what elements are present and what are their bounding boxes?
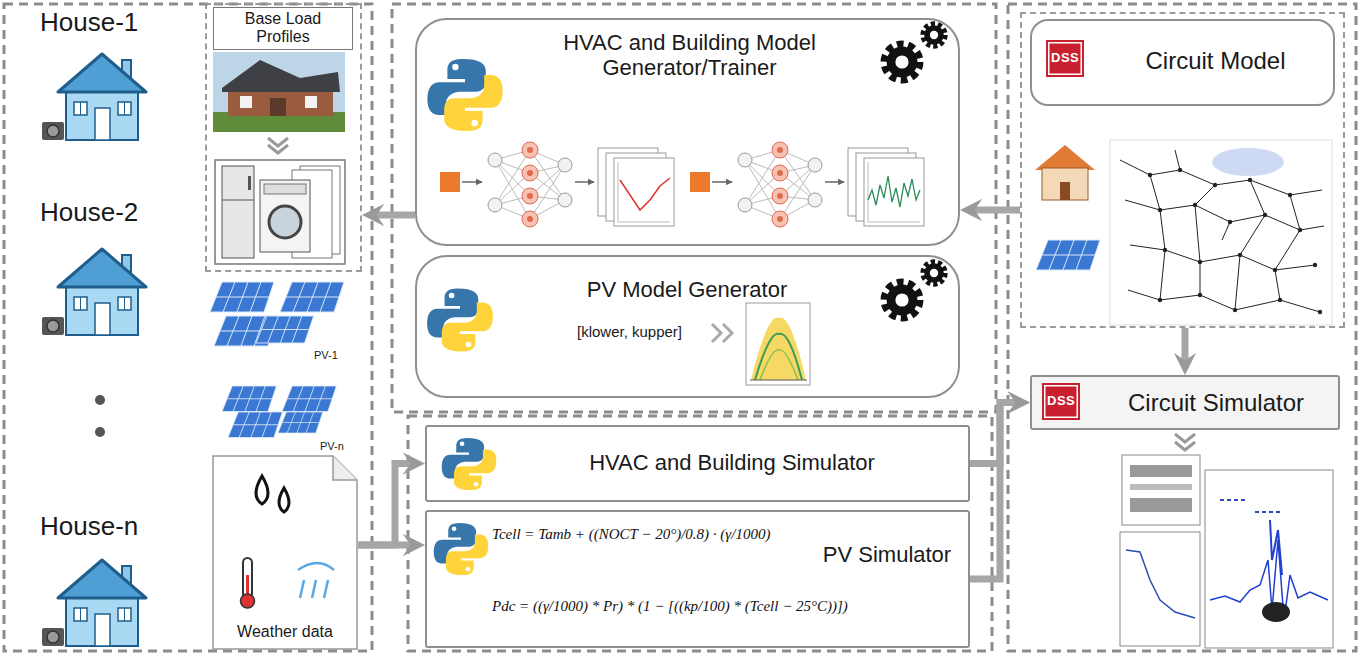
text-slot: HVAC and Building Simulator	[522, 450, 942, 475]
house-label: House-2	[40, 198, 160, 228]
house-label: House-1	[40, 8, 160, 38]
text-slot: HVAC and Building Model Generator/Traine…	[512, 30, 867, 81]
pv-label: PV-n	[320, 440, 364, 453]
document-fold	[333, 456, 357, 480]
flow-arrow	[970, 403, 1018, 464]
simulator-box: Tcell = Tamb + ((NOCT − 20°)/0.8) · (γ/1…	[425, 510, 970, 648]
text-slot: DSS	[1042, 383, 1092, 420]
distribution-figure	[712, 303, 810, 385]
house-icons	[42, 54, 146, 646]
base-load-group: Base Load Profiles	[205, 3, 362, 272]
text-slot: Pdc = ((γ/1000) * Pr) * (1 − [((kp/100) …	[492, 598, 957, 615]
text-slot: Tcell = Tamb + ((NOCT − 20°)/0.8) · (γ/1…	[492, 526, 807, 543]
document-title: Weather data	[212, 623, 358, 641]
text-slot: Base Load Profiles	[213, 7, 353, 50]
text-slot: House-1	[40, 8, 160, 38]
dss-logo: DSS	[1046, 40, 1084, 77]
flow-arrow	[358, 542, 413, 549]
dss-logo: DSS	[1042, 383, 1080, 420]
pv-label: PV-1	[314, 349, 358, 362]
group-title: Base Load Profiles	[213, 7, 353, 50]
neural-net-figures	[440, 142, 924, 227]
equation: Pdc = ((γ/1000) * Pr) * (1 − [((kp/100) …	[492, 598, 957, 615]
text-slot: PV Model Generator	[557, 277, 817, 302]
text-slot: House-n	[40, 512, 160, 542]
text-slot: [klower, kupper]	[542, 323, 717, 340]
simulator-box: HVAC and Building Simulator	[425, 425, 970, 502]
text-slot: House-2	[40, 198, 160, 228]
weather-document: Weather data	[212, 455, 358, 650]
appliance-icons	[215, 160, 345, 264]
panel-frames	[4, 4, 1356, 651]
text-slot: Weather data	[212, 623, 358, 641]
flow-arrow	[358, 464, 413, 546]
circuit-model-group: DSS Circuit Model	[1020, 12, 1345, 328]
generator-box: PV Model Generator [klower, kupper]	[415, 255, 960, 398]
flow-arrow	[970, 403, 1018, 580]
weather-icons	[241, 476, 335, 608]
text-slot: Circuit Simulator	[1100, 389, 1332, 417]
house-photo	[213, 52, 345, 153]
document-outline	[213, 456, 357, 649]
process-title: PV Simulator	[812, 542, 962, 567]
flow-arrow	[1182, 328, 1189, 363]
house-label: House-n	[40, 512, 160, 542]
text-slot: PV-n	[320, 440, 364, 453]
flow-arrow	[374, 212, 415, 219]
process-title: HVAC and Building Model Generator/Traine…	[512, 30, 867, 81]
circuit-map	[1035, 140, 1332, 325]
python-logos	[427, 59, 502, 575]
process-title: HVAC and Building Simulator	[522, 450, 942, 475]
text-slot: PV Simulator	[812, 542, 962, 567]
equation: Tcell = Tamb + ((NOCT − 20°)/0.8) · (γ/1…	[492, 526, 807, 543]
document-outline	[212, 455, 358, 650]
text-slot: Circuit Model	[1108, 47, 1323, 75]
text-slot: PV-1	[314, 349, 358, 362]
process-title: Circuit Simulator	[1100, 389, 1332, 417]
generator-box: HVAC and Building Model Generator/Traine…	[415, 18, 960, 246]
text-slot: DSS	[1046, 40, 1096, 77]
header-frame: DSS Circuit Model	[1030, 19, 1335, 106]
parameter-range: [klower, kupper]	[542, 323, 717, 340]
result-plots	[1120, 434, 1333, 648]
process-title: PV Model Generator	[557, 277, 817, 302]
flow-arrow	[972, 207, 1020, 214]
simulator-box: DSS Circuit Simulator	[1030, 375, 1340, 430]
process-title: Circuit Model	[1108, 47, 1323, 75]
